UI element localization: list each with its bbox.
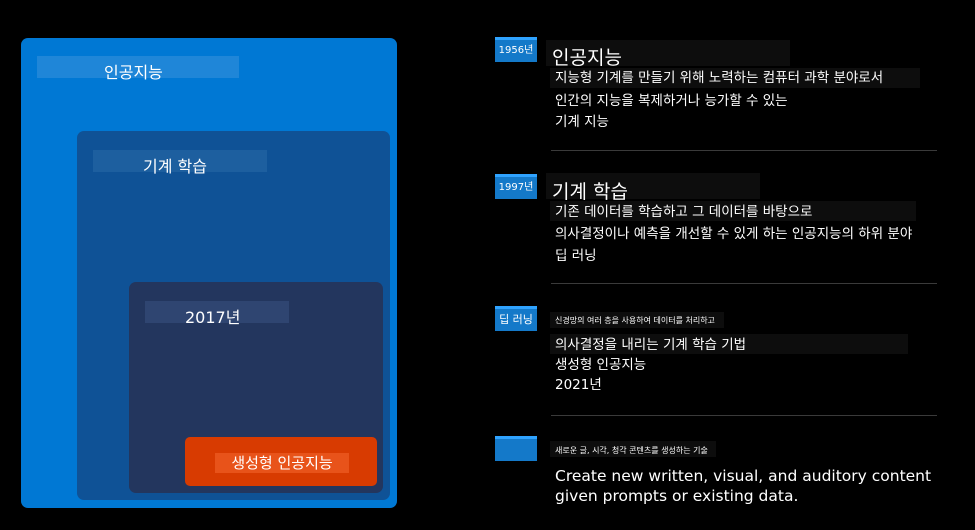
timeline-text-line: 의사결정을 내리는 기계 학습 기법 — [555, 337, 747, 353]
timeline-small-text: 신경망의 여러 층을 사용하여 데이터를 처리하고 — [555, 316, 715, 325]
ml-label: 기계 학습 — [143, 157, 207, 176]
timeline-badge-1997: 1997년 — [495, 174, 537, 199]
dl-label: 2017년 — [185, 308, 241, 327]
genai-label: 생성형 인공지능 — [215, 453, 349, 473]
timeline-text-line: 기계 지능 — [555, 114, 609, 130]
timeline-badge-1956: 1956년 — [495, 37, 537, 62]
dl-label-strip — [145, 301, 289, 323]
timeline-text-line: 2021년 — [555, 377, 602, 393]
ml-label-strip — [93, 150, 267, 172]
title-strip — [546, 40, 790, 66]
timeline-text-line: 의사결정이나 예측을 개선할 수 있게 하는 인공지능의 하위 분야 — [555, 226, 913, 242]
divider — [551, 150, 937, 151]
timeline-small-text: 새로운 글, 시각, 청각 콘텐츠를 생성하는 기술 — [555, 446, 708, 455]
divider — [551, 283, 937, 284]
timeline-badge-deep-learning: 딥 러닝 — [495, 306, 537, 331]
line-strip — [550, 334, 908, 354]
line-strip — [550, 68, 920, 88]
divider — [551, 415, 937, 416]
timeline-text-line: 딥 러닝 — [555, 248, 597, 264]
timeline-text-line: 생성형 인공지능 — [555, 357, 647, 373]
timeline-text-line: 지능형 기계를 만들기 위해 노력하는 컴퓨터 과학 분야로서 — [555, 70, 884, 86]
timeline-text-line: 인간의 지능을 복제하거나 능가할 수 있는 — [555, 93, 788, 109]
title-strip — [546, 173, 760, 199]
line-strip — [550, 201, 916, 221]
timeline-title-ai: 인공지능 — [552, 47, 622, 69]
timeline-text-line: given prompts or existing data. — [555, 487, 799, 505]
timeline-badge-genai — [495, 436, 537, 461]
timeline-title-ml: 기계 학습 — [552, 181, 628, 203]
timeline-text-line: Create new written, visual, and auditory… — [555, 467, 932, 485]
timeline-text-line: 기존 데이터를 학습하고 그 데이터를 바탕으로 — [555, 204, 813, 220]
small-strip — [550, 441, 716, 457]
ai-label-strip — [37, 56, 239, 78]
small-strip — [550, 312, 724, 328]
ai-label: 인공지능 — [104, 63, 163, 82]
